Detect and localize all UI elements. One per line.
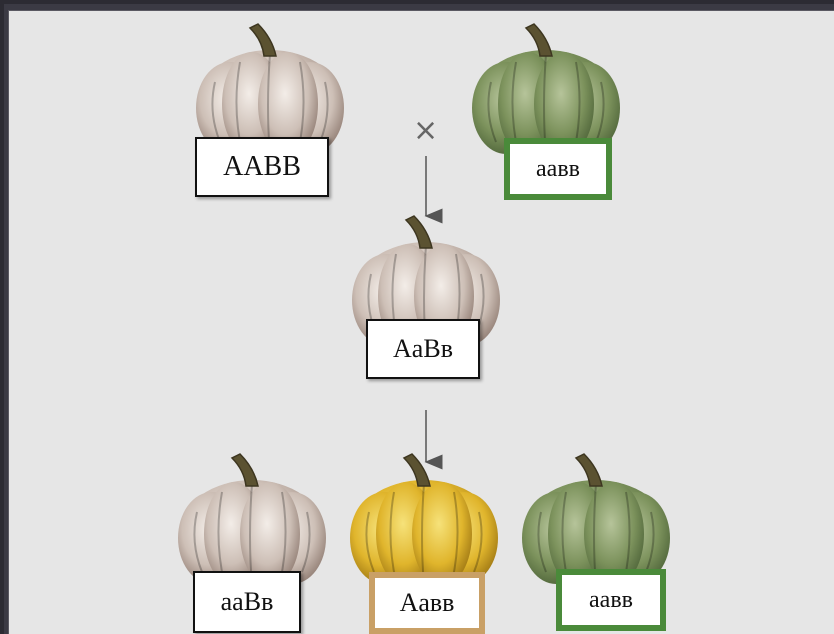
- label-f2-1: aaBв: [193, 571, 301, 633]
- label-f2-2: Aaвв: [369, 572, 485, 634]
- pumpkin-f2-2: [350, 453, 498, 587]
- label-f2-3: aaвв: [556, 569, 666, 631]
- pumpkin-f2-3: [522, 453, 670, 587]
- pumpkin-parent-2: [472, 23, 620, 157]
- diagram-svg: [178, 23, 670, 587]
- diagram-panel: × AABB aaвв AaBв aaBв Aaвв aaвв: [8, 10, 834, 634]
- label-parent-2: aaвв: [504, 138, 612, 200]
- label-parent-1: AABB: [195, 137, 329, 197]
- label-f1: AaBв: [366, 319, 480, 379]
- pumpkin-f2-1: [178, 453, 326, 587]
- cross-symbol: ×: [413, 113, 439, 148]
